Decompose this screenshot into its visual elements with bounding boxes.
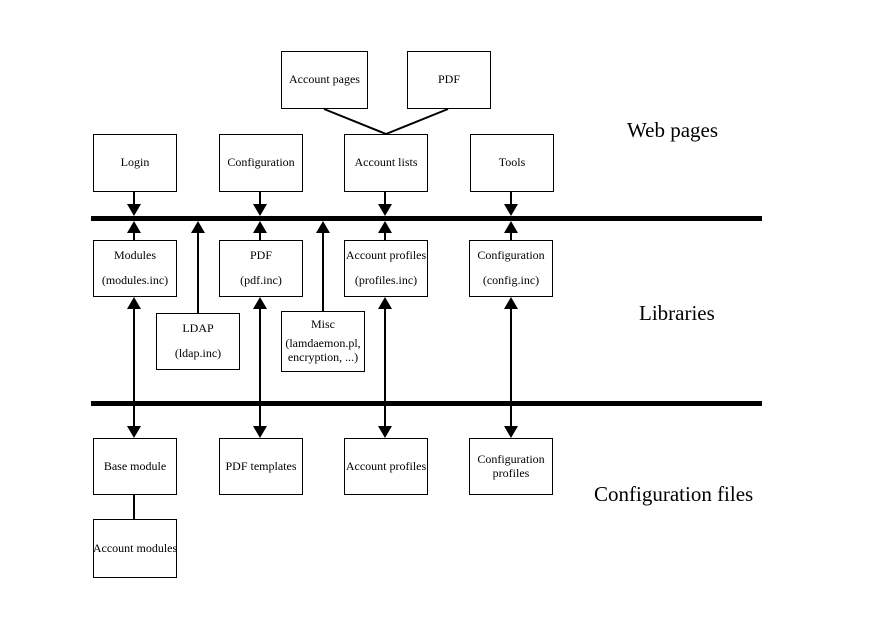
line-modules-to-base-module [133,307,135,429]
arrowhead-login-to-bus [127,204,141,216]
line-account-lists-to-bus [384,191,386,206]
node-label: Misc [311,316,335,331]
node-account-pages: Account pages [281,51,368,109]
line-modules-to-bus [133,231,135,240]
node-pdf-templates: PDF templates [219,438,303,495]
line-account-profiles-lib-to-files [384,307,386,429]
node-sublabel: (config.inc) [482,272,540,287]
arrowhead-ldap-to-bus [191,221,205,233]
node-tools: Tools [470,134,554,192]
arrowhead-into-modules-lib [127,297,141,309]
node-misc-lib: Misc (lamdaemon.pl, encryption, ...) [281,311,365,372]
layer-label-web-pages: Web pages [627,118,719,142]
arrowhead-into-configuration-lib [504,297,518,309]
node-label: Modules [114,248,156,263]
arrowhead-into-account-profiles-files [378,426,392,438]
line-base-module-to-account-modules [133,494,135,520]
node-label: Account modules [92,540,178,555]
node-label: Configuration [477,248,545,263]
line-account-pages-to-account-lists [323,108,387,135]
node-label: Login [120,155,150,170]
arrowhead-account-profiles-lib-to-bus [378,221,392,233]
arrowhead-into-configuration-profiles [504,426,518,438]
layer-label-configuration-files: Configuration files [594,482,754,506]
node-sublabel-line2: encryption, ...) [287,350,359,365]
node-sublabel-line1: (lamdaemon.pl, [285,336,361,351]
layer-label-libraries: Libraries [639,301,715,325]
arrowhead-misc-to-bus [316,221,330,233]
node-login: Login [93,134,177,192]
node-label: Account pages [289,72,360,87]
line-ldap-to-bus [197,231,199,313]
node-pdf-lib: PDF (pdf.inc) [219,240,303,297]
arrowhead-tools-to-bus [504,204,518,216]
line-configuration-lib-to-profiles [510,307,512,429]
arrowhead-configuration-lib-to-bus [504,221,518,233]
line-tools-to-bus [510,191,512,206]
arrowhead-into-pdf-templates [253,426,267,438]
node-label: LDAP [182,321,214,336]
node-base-module: Base module [93,438,177,495]
node-modules-lib: Modules (modules.inc) [93,240,177,297]
arrowhead-into-pdf-lib [253,297,267,309]
node-label: Account profiles [345,458,427,473]
arrowhead-modules-to-bus [127,221,141,233]
node-account-modules: Account modules [93,519,177,578]
node-configuration-page: Configuration [219,134,303,192]
node-sublabel: (lamdaemon.pl, encryption, ...) [285,337,360,365]
line-configuration-to-bus [259,191,261,206]
node-configuration-profiles: Configuration profiles [469,438,553,495]
line-configuration-lib-to-bus [510,231,512,240]
node-account-profiles-lib: Account profiles (profiles.inc) [344,240,428,297]
node-label: Configuration [227,155,295,170]
node-sublabel: (ldap.inc) [174,345,222,360]
upper-bus-line [91,216,762,221]
line-pdf-lib-to-pdf-templates [259,307,261,429]
node-account-lists: Account lists [344,134,428,192]
node-sublabel: (pdf.inc) [240,272,282,287]
node-label: Account profiles [345,248,427,263]
node-label: PDF templates [225,458,297,473]
line-pdf-lib-to-bus [259,231,261,240]
lower-bus-line [91,401,762,406]
node-configuration-lib: Configuration (config.inc) [469,240,553,297]
arrowhead-pdf-lib-to-bus [253,221,267,233]
node-label: PDF [249,248,272,263]
node-label: Account lists [354,155,418,170]
arrowhead-configuration-to-bus [253,204,267,216]
node-sublabel: (profiles.inc) [354,272,418,287]
line-misc-to-bus [322,231,324,311]
node-ldap-lib: LDAP (ldap.inc) [156,313,240,370]
diagonal-connectors [323,108,449,135]
line-pdf-to-account-lists [385,108,449,135]
node-label: PDF [437,72,460,87]
node-pdf-page: PDF [407,51,491,109]
arrowhead-into-base-module [127,426,141,438]
arrowhead-account-lists-to-bus [378,204,392,216]
node-label: Tools [498,155,526,170]
arrowhead-into-account-profiles-lib [378,297,392,309]
node-label: Base module [103,458,167,473]
node-label: Configuration profiles [477,451,545,480]
node-account-profiles-files: Account profiles [344,438,428,495]
line-account-profiles-lib-to-bus [384,231,386,240]
line-login-to-bus [133,191,135,206]
node-sublabel: (modules.inc) [101,272,169,287]
